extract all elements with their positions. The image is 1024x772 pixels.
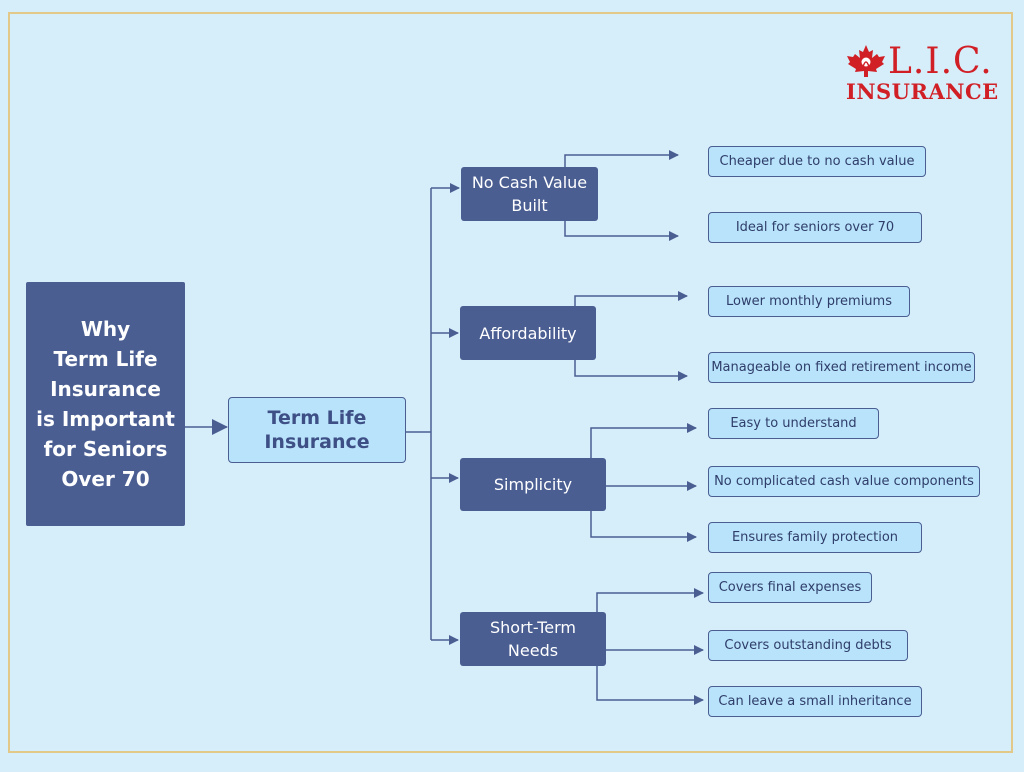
leaf-no-complicated: No complicated cash value components [708, 466, 980, 497]
root-title-box: Why Term Life Insurance is Important for… [26, 282, 185, 526]
category-short-term-needs: Short-Term Needs [460, 612, 606, 666]
leaf-manageable-income: Manageable on fixed retirement income [708, 352, 975, 383]
leaf-easy-understand: Easy to understand [708, 408, 879, 439]
cat4-branch-1 [596, 588, 704, 612]
cat1-branch-1 [564, 150, 679, 167]
category-no-cash-value: No Cash Value Built [461, 167, 598, 221]
center-node: Term Life Insurance [228, 397, 406, 463]
leaf-outstanding-debts: Covers outstanding debts [708, 630, 908, 661]
brand-name: L.I.C. [888, 41, 993, 82]
brand-subtitle: INSURANCE [846, 79, 999, 104]
cat1-branch-2 [564, 220, 679, 241]
cat3-branch-1 [590, 423, 697, 458]
leaf-small-inheritance: Can leave a small inheritance [708, 686, 922, 717]
maple-leaf-icon [847, 45, 885, 77]
cat4-branch-3 [596, 666, 704, 705]
category-affordability: Affordability [460, 306, 596, 360]
leaf-lower-premiums: Lower monthly premiums [708, 286, 910, 317]
cat2-branch-1 [574, 291, 688, 306]
category-simplicity: Simplicity [460, 458, 606, 511]
border-frame [8, 12, 1013, 753]
cat2-branch-2 [574, 359, 688, 381]
leaf-final-expenses: Covers final expenses [708, 572, 872, 603]
leaf-family-protection: Ensures family protection [708, 522, 922, 553]
brand-logo: L.I.C. INSURANCE [846, 42, 998, 104]
leaf-ideal-seniors: Ideal for seniors over 70 [708, 212, 922, 243]
leaf-cheaper: Cheaper due to no cash value [708, 146, 926, 177]
cat3-branch-3 [590, 511, 697, 542]
